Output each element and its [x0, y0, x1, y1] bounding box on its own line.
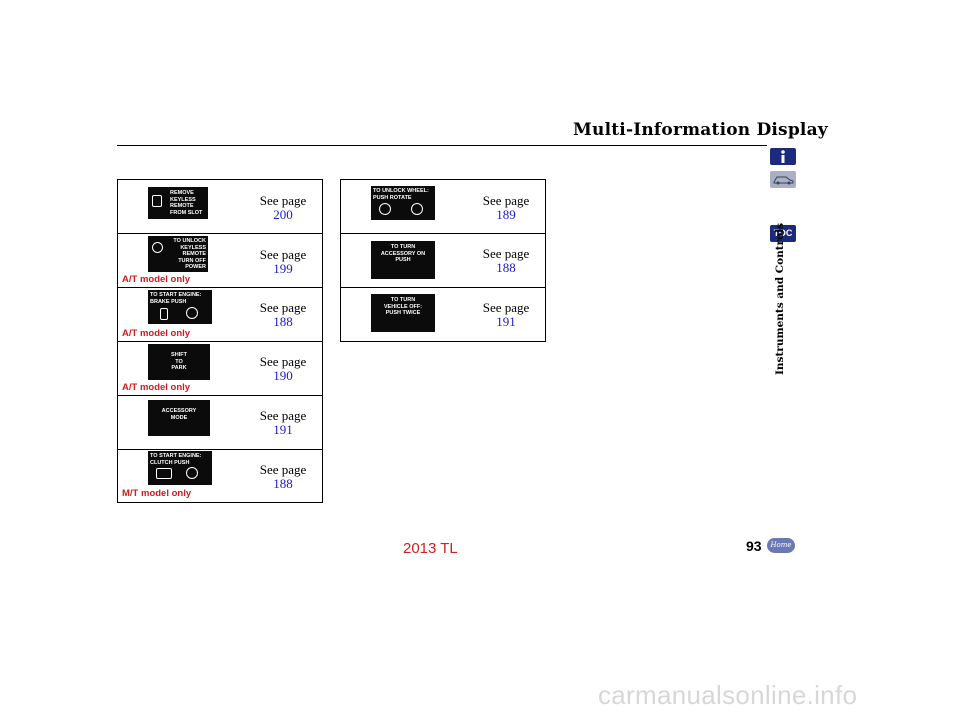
page-link[interactable]: 191	[273, 422, 293, 437]
model-year: 2013 TL	[403, 540, 458, 557]
table-row: TO UNLOCK KEYLESS REMOTE TURN OFF POWER …	[118, 234, 322, 288]
model-note: A/T model only	[122, 274, 191, 285]
car-glyph	[773, 176, 794, 185]
model-note: M/T model only	[122, 488, 192, 499]
display-message-icon: SHIFT TO PARK	[148, 344, 210, 380]
page-reference[interactable]: See page 199	[243, 248, 323, 276]
page-link[interactable]: 188	[273, 314, 293, 329]
display-message-icon: REMOVE KEYLESS REMOTE FROM SLOT	[148, 187, 208, 219]
page-link[interactable]: 199	[273, 261, 293, 276]
header-divider	[117, 145, 767, 146]
page-reference[interactable]: See page 200	[243, 194, 323, 222]
table-row: TO UNLOCK WHEEL: PUSH ROTATE See page 18…	[341, 180, 545, 234]
display-message-icon: TO UNLOCK WHEEL: PUSH ROTATE	[371, 186, 435, 220]
page-reference[interactable]: See page 188	[243, 463, 323, 491]
car-icon[interactable]	[770, 171, 796, 188]
table-row: TO TURN ACCESSORY ON PUSH See page 188	[341, 234, 545, 288]
page-reference[interactable]: See page 190	[243, 355, 323, 383]
table-row: REMOVE KEYLESS REMOTE FROM SLOT See page…	[118, 180, 322, 234]
section-label: Instruments and Controls	[774, 222, 786, 375]
page-link[interactable]: 188	[273, 476, 293, 491]
page-title: Multi-Information Display	[573, 120, 828, 140]
page-link[interactable]: 200	[273, 207, 293, 222]
watermark: carmanualsonline.info	[598, 680, 858, 710]
display-message-icon: TO TURN ACCESSORY ON PUSH	[371, 241, 435, 279]
display-message-icon: ACCESSORY MODE	[148, 400, 210, 436]
model-note: A/T model only	[122, 382, 191, 393]
page-link[interactable]: 188	[496, 260, 516, 275]
table-row: TO TURN VEHICLE OFF: PUSH TWICE See page…	[341, 288, 545, 341]
toc-button[interactable]: TOC	[770, 225, 796, 242]
left-message-table: REMOVE KEYLESS REMOTE FROM SLOT See page…	[117, 179, 323, 503]
page-number: 93	[746, 538, 762, 554]
page-reference[interactable]: See page 189	[466, 194, 546, 222]
right-message-table: TO UNLOCK WHEEL: PUSH ROTATE See page 18…	[340, 179, 546, 342]
page-link[interactable]: 189	[496, 207, 516, 222]
display-message-icon: TO START ENGINE: BRAKE PUSH	[148, 290, 212, 324]
page-link[interactable]: 191	[496, 314, 516, 329]
page-link[interactable]: 190	[273, 368, 293, 383]
display-message-icon: TO TURN VEHICLE OFF: PUSH TWICE	[371, 294, 435, 332]
display-message-icon: TO UNLOCK KEYLESS REMOTE TURN OFF POWER	[148, 236, 208, 272]
page-reference[interactable]: See page 188	[466, 247, 546, 275]
page-reference[interactable]: See page 188	[243, 301, 323, 329]
table-row: SHIFT TO PARK See page 190 A/T model onl…	[118, 342, 322, 396]
table-row: TO START ENGINE: BRAKE PUSH See page 188…	[118, 288, 322, 342]
home-button[interactable]: Home	[767, 538, 795, 553]
model-note: A/T model only	[122, 328, 191, 339]
table-row: TO START ENGINE: CLUTCH PUSH See page 18…	[118, 450, 322, 502]
page-reference[interactable]: See page 191	[243, 409, 323, 437]
display-message-icon: TO START ENGINE: CLUTCH PUSH	[148, 451, 212, 485]
info-icon[interactable]	[770, 148, 796, 165]
table-row: ACCESSORY MODE See page 191	[118, 396, 322, 450]
info-glyph	[781, 150, 785, 163]
page-reference[interactable]: See page 191	[466, 301, 546, 329]
